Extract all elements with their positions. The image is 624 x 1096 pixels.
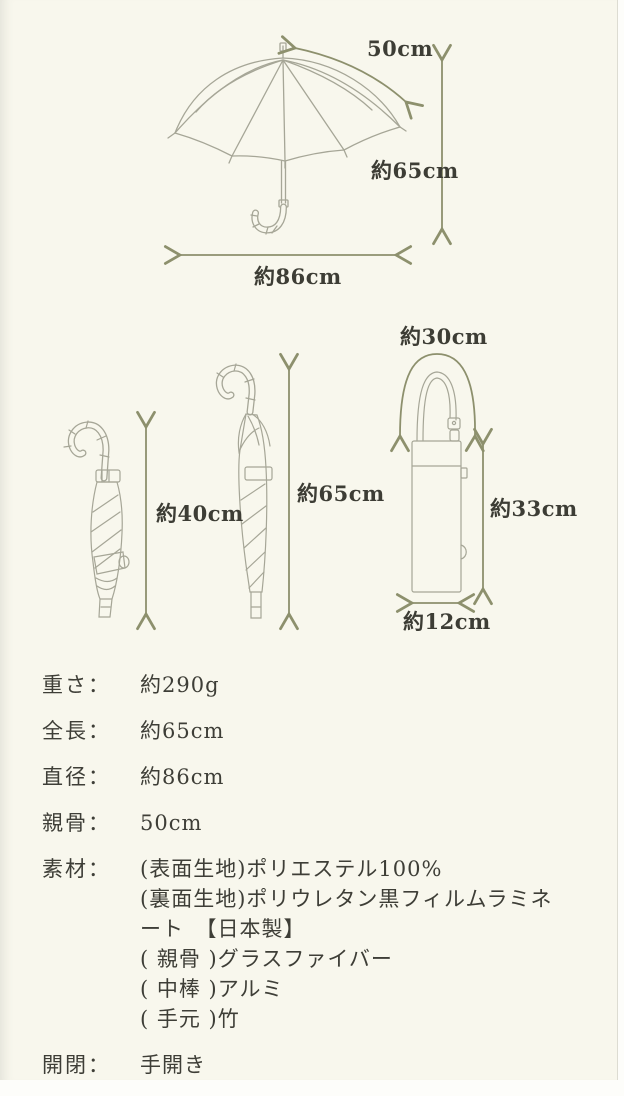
umbrella-line-art bbox=[63, 0, 617, 650]
arrow-strap-30cm bbox=[400, 353, 475, 436]
bag-height-label: 約33cm bbox=[490, 496, 578, 521]
spec-label: 重さ： bbox=[42, 673, 111, 697]
spec-row-total-length: 全長： 約65cm bbox=[42, 716, 587, 746]
spec-value: 約290g bbox=[140, 673, 220, 697]
spec-row-weight: 重さ： 約290g bbox=[42, 670, 587, 700]
spec-list: 重さ： 約290g 全長： 約65cm 直径： 約86cm 親骨： 50cm 素… bbox=[42, 670, 587, 1096]
dimension-arrows bbox=[146, 48, 483, 614]
spec-value: (表面生地)ポリエステル100% (裏面生地)ポリウレタン黒フィルムラミネ ート… bbox=[140, 857, 553, 1031]
spec-label: 親骨： bbox=[42, 811, 111, 835]
spec-row-rib: 親骨： 50cm bbox=[42, 808, 587, 838]
spec-value: 手開き bbox=[140, 1053, 206, 1077]
bag-strap-label: 約30cm bbox=[400, 324, 488, 349]
total-length-label: 約65cm bbox=[371, 158, 459, 183]
bag-width-label: 約12cm bbox=[403, 609, 491, 634]
spec-label: 全長： bbox=[42, 719, 111, 743]
rib-length-label: 50cm bbox=[367, 36, 434, 61]
spec-row-material: 素材： (表面生地)ポリエステル100% (裏面生地)ポリウレタン黒フィルムラミ… bbox=[42, 854, 587, 1034]
spec-label: 素材： bbox=[42, 857, 111, 881]
spec-label: 開閉： bbox=[42, 1053, 111, 1077]
folded-length-label: 約40cm bbox=[156, 501, 244, 526]
open-umbrella-drawing bbox=[167, 42, 407, 235]
spec-value: 50cm bbox=[140, 811, 203, 835]
spec-row-open-close: 開閉： 手開き bbox=[42, 1050, 587, 1080]
storage-bag-drawing bbox=[411, 371, 468, 593]
spec-value: 約86cm bbox=[140, 765, 225, 789]
folded-umbrella-drawing bbox=[63, 420, 130, 618]
spec-value: 約65cm bbox=[140, 719, 225, 743]
diameter-label: 約86cm bbox=[254, 264, 342, 289]
spec-row-diameter: 直径： 約86cm bbox=[42, 762, 587, 792]
closed-length-label: 約65cm bbox=[297, 481, 385, 506]
page-content: 50cm 約65cm 約86cm 約40cm 約65cm 約30cm 約33cm… bbox=[0, 0, 618, 1080]
dimension-diagrams: 50cm 約65cm 約86cm 約40cm 約65cm 約30cm 約33cm… bbox=[63, 0, 617, 650]
arrow-rib-50cm bbox=[295, 48, 406, 102]
closed-umbrella-drawing bbox=[215, 363, 273, 619]
spec-label: 直径： bbox=[42, 765, 111, 789]
